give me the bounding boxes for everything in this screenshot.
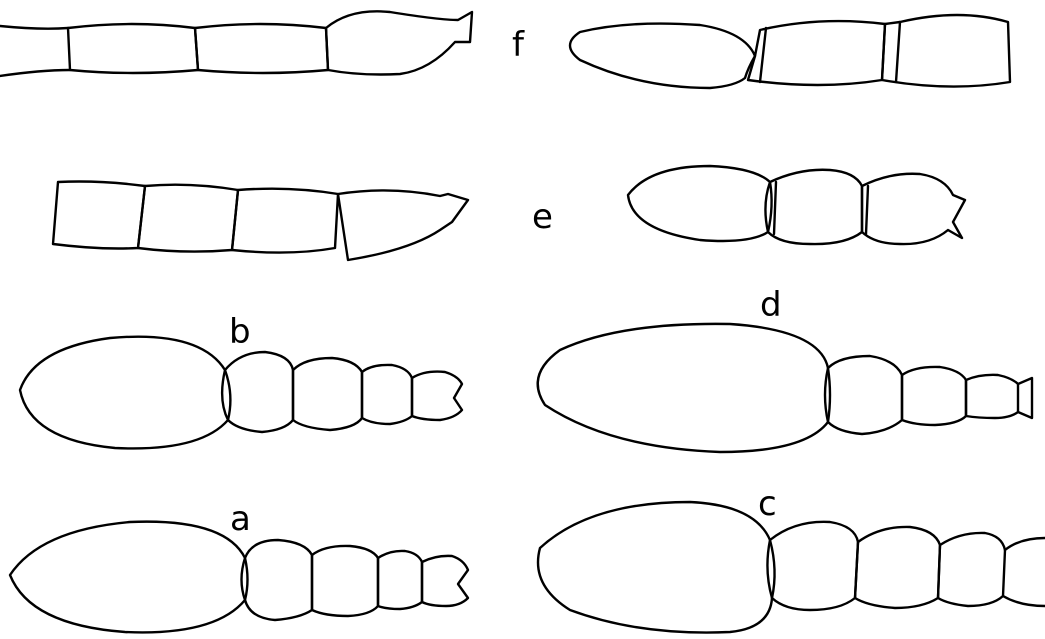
panel-label-f: f: [512, 25, 525, 65]
antenna-segment: [1001, 536, 1045, 608]
antenna-segment: [964, 373, 1020, 420]
antenna-club-segment: [568, 22, 757, 90]
antenna-segment: [860, 172, 967, 246]
antenna-a: a: [8, 499, 470, 634]
antenna-club-segment: [626, 164, 772, 243]
antenna-stalk: [0, 68, 72, 78]
antenna-e: e: [532, 164, 967, 246]
antenna-segment: [223, 350, 295, 434]
antenna-segment: [193, 22, 330, 75]
antenna-segment: [376, 549, 424, 611]
antenna-club-segment: [8, 520, 247, 634]
antenna-segment-joint: [758, 20, 902, 84]
panel-label-a: a: [230, 499, 251, 539]
antenna-segment-joint: [772, 180, 870, 236]
antenna-segment: [880, 13, 1012, 88]
antenna-segment: [900, 365, 968, 427]
antenna-segment: [243, 538, 314, 622]
antenna-b: b: [18, 312, 464, 450]
antenna-segment: [420, 554, 470, 608]
antenna-club-segment: [536, 322, 830, 454]
panel-label-e: e: [532, 197, 553, 237]
antenna-club-segment: [18, 335, 230, 450]
antenna-segment: [51, 180, 147, 250]
antenna-segment: [336, 189, 470, 262]
panel-label-b: b: [229, 312, 251, 352]
antenna-top-left: [0, 10, 474, 78]
antenna-segment: [746, 19, 887, 87]
antenna-segment: [410, 370, 464, 422]
antenna-stalk: [0, 24, 70, 30]
antenna-segment: [136, 183, 240, 253]
antenna-segment: [360, 363, 414, 426]
antenna-segment: [1016, 376, 1034, 420]
antenna-segment: [291, 356, 364, 432]
antenna-segment: [66, 22, 200, 75]
antenna-segment: [310, 544, 380, 618]
antenna-segment: [766, 168, 864, 246]
panel-label-c: c: [758, 484, 777, 524]
antenna-second-left: [51, 180, 470, 262]
panel-label-d: d: [760, 285, 782, 325]
antenna-d: d: [536, 285, 1034, 454]
antenna-segment: [324, 10, 474, 76]
antenna-segment: [230, 187, 340, 254]
antenna-segment: [936, 531, 1007, 608]
antenna-segment: [826, 354, 904, 436]
antenna-segment: [853, 525, 942, 610]
antenna-segment: [768, 520, 860, 612]
antenna-c: c: [536, 484, 1045, 634]
antenna-f: f: [512, 13, 1012, 90]
antenna-club-segment: [536, 500, 774, 634]
